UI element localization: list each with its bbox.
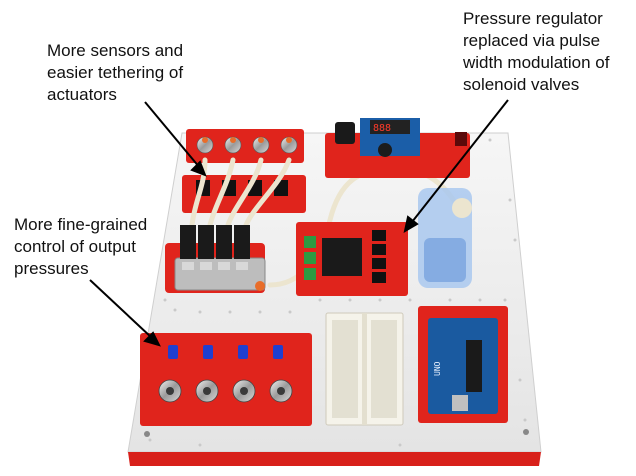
breadboard	[325, 312, 404, 426]
annotation-more-sensors: More sensors and easier tethering of act…	[47, 41, 184, 104]
annotation-arrows	[89, 99, 509, 347]
annotation-pressure-regulator: Pressure regulator replaced via pulse wi…	[463, 9, 610, 94]
pwm-driver-board	[296, 222, 408, 296]
microcontroller-board: UNO	[418, 306, 508, 423]
solenoid-valve-bank	[165, 225, 266, 293]
svg-text:888: 888	[373, 123, 391, 134]
power-converter-board: 888	[325, 118, 470, 178]
sensor-fitting-board	[186, 129, 304, 163]
output-pressure-board	[140, 333, 312, 426]
annotation-output-control: More fine-grained control of output pres…	[14, 215, 148, 278]
pump-unit	[418, 188, 472, 288]
svg-text:UNO: UNO	[433, 361, 442, 376]
